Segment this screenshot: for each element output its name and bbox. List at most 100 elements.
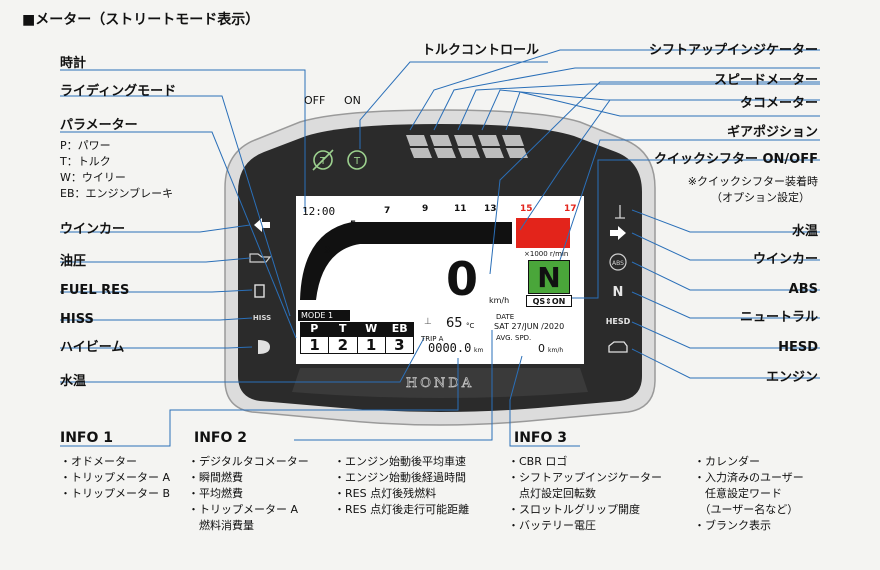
param-value-t: 2 (329, 337, 358, 353)
label-water-temp-right: 水温 (791, 224, 818, 239)
clock-display: 12:00 (302, 205, 336, 218)
label-speedometer: スピードメーター (713, 73, 818, 88)
trip-value: 0000.0 (428, 341, 472, 355)
avg-label: AVG. SPD. (496, 334, 532, 342)
label-riding-mode: ライディングモード (60, 84, 177, 99)
tick-1: 1 (308, 280, 315, 290)
label-engine: エンジン (765, 370, 818, 385)
info2-title: INFO 2 (194, 430, 248, 446)
info3-list-col2: ・カレンダー ・入力済みのユーザー 任意設定ワード （ユーザー名など） ・ブラン… (694, 454, 804, 534)
info3-item: 任意設定ワード (694, 487, 782, 500)
speed-value: 0 (446, 252, 479, 306)
label-turn-signal-right: ウインカー (752, 252, 818, 267)
tick-11: 11 (454, 204, 467, 214)
tick-9: 9 (422, 204, 429, 214)
info3-item: 点灯設定回転数 (508, 487, 596, 500)
tick-15: 15 (520, 204, 533, 214)
label-neutral: ニュートラル (739, 310, 818, 325)
avg-value: 0 (538, 342, 545, 355)
label-abs: ABS (788, 282, 818, 297)
torque-control-on-icon: T (347, 150, 367, 170)
info3-item: ・ブランク表示 (694, 519, 771, 532)
label-fuel-res: FUEL RES (60, 283, 130, 298)
hiss-icon: HISS (253, 314, 271, 322)
info3-list-col1: ・CBR ロゴ ・シフトアップインジケーター 点灯設定回転数 ・スロットルグリッ… (508, 454, 662, 534)
temp-icon: ⊥ (424, 317, 432, 327)
meter-lower-strip (292, 368, 588, 398)
hesd-icon: HESD (606, 317, 631, 326)
speed-unit: km/h (489, 296, 510, 305)
neutral-icon: N (613, 285, 624, 300)
label-turn-signal-left: ウインカー (60, 222, 126, 237)
info2-list-col1: ・デジタルタコメーター ・瞬間燃費 ・平均燃費 ・トリップメーター A 燃料消費… (188, 454, 309, 534)
label-on: ON (344, 94, 361, 107)
label-clock: 時計 (60, 56, 87, 71)
info2-item: ・デジタルタコメーター (188, 455, 309, 468)
label-shift-up: シフトアップインジケーター (648, 43, 818, 58)
info2-item: ・平均燃費 (188, 487, 243, 500)
engine-icon (608, 341, 628, 353)
fuel-icon (254, 284, 265, 298)
gear-display: N (528, 260, 570, 294)
info2-item: 燃料消費量 (188, 519, 254, 532)
info2-item: ・RES 点灯後残燃料 (334, 487, 437, 500)
leader-lines (60, 49, 820, 447)
label-param-t: T：トルク (60, 155, 111, 168)
turn-left-icon (254, 218, 270, 232)
label-tachometer: タコメーター (739, 96, 818, 111)
label-oil-pressure: 油圧 (60, 254, 87, 269)
label-gear-position: ギアポジション (726, 125, 818, 140)
info1-item: ・トリップメーター A (60, 471, 171, 484)
info2-item: ・エンジン始動後経過時間 (334, 471, 466, 484)
param-value-eb: 3 (394, 336, 405, 354)
param-header-w: W (365, 322, 378, 335)
label-param-p: P：パワー (60, 139, 111, 152)
abs-icon (609, 253, 627, 271)
mode-display: MODE 1 (298, 310, 350, 321)
tach-ticks: 1 3 5 7 9 11 13 15 17 (298, 198, 584, 290)
page-title: ■メーター（ストリートモード表示） (22, 12, 260, 28)
info2-list-col2: ・エンジン始動後平均車速 ・エンジン始動後経過時間 ・RES 点灯後残燃料 ・R… (334, 454, 469, 518)
label-water-temp-left: 水温 (60, 374, 87, 389)
trip-unit: km (474, 347, 484, 354)
info3-item: ・入力済みのユーザー (694, 471, 804, 484)
label-quick-shifter-note2: （オプション設定） (711, 191, 810, 204)
info3-item: （ユーザー名など） (694, 503, 799, 516)
info3-title: INFO 3 (514, 430, 568, 446)
right-indicators: ABS N HESD (606, 205, 631, 353)
label-torque-control: トルクコントロール (422, 43, 540, 58)
info1-title: INFO 1 (60, 430, 114, 446)
trip-label: TRIP A (421, 335, 444, 343)
info3-item: ・CBR ロゴ (508, 455, 568, 468)
tick-13: 13 (484, 204, 497, 214)
info3-item: ・シフトアップインジケーター (508, 471, 662, 484)
info3-item: ・スロットルグリップ開度 (508, 503, 640, 516)
svg-text:ABS: ABS (612, 260, 624, 267)
label-quick-shifter: クイックシフター ON/OFF (653, 152, 818, 167)
tick-3: 3 (324, 246, 331, 256)
shift-up-lights (406, 135, 528, 158)
tick-7: 7 (384, 206, 391, 216)
info1-item: ・トリップメーター B (60, 487, 171, 500)
quick-shifter-display: QS⇕ON (526, 295, 572, 307)
torque-control-off-icon: T (312, 149, 334, 171)
label-off: OFF (304, 94, 326, 107)
brand-logo: HONDA (406, 376, 474, 391)
info1-item: ・オドメーター (60, 455, 137, 468)
tick-17: 17 (564, 204, 577, 214)
info2-item: ・トリップメーター A (188, 503, 299, 516)
label-high-beam: ハイビーム (60, 340, 125, 355)
param-value-w: 1 (358, 337, 386, 353)
param-header-t: T (338, 322, 347, 335)
label-parameter: パラメーター (60, 118, 138, 133)
param-header-eb: EB (391, 322, 408, 335)
param-header-p: P (310, 322, 319, 335)
param-value-row: 1 2 1 3 (300, 336, 414, 354)
date-label: DATE (496, 313, 515, 321)
info1-list: ・オドメーター ・トリップメーター A ・トリップメーター B (60, 454, 170, 502)
label-hiss: HISS (60, 312, 94, 327)
param-header-row: P T W EB (300, 322, 414, 336)
info2-item: ・エンジン始動後平均車速 (334, 455, 466, 468)
turn-right-icon (610, 226, 626, 240)
temp-value: 65 (446, 316, 463, 331)
